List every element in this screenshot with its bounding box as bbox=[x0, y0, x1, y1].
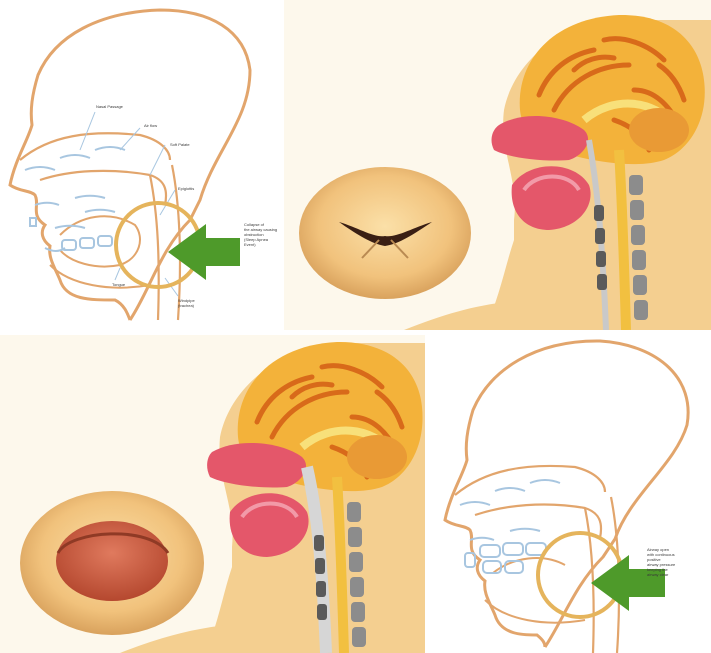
diagram-outline-obstructed: Nasal Passage Air flow Soft Palate Epigl… bbox=[0, 0, 290, 330]
label-nasal-passage: Nasal Passage bbox=[96, 104, 123, 109]
label-air-flow: Air flow bbox=[144, 123, 157, 128]
label-tongue: Tongue bbox=[112, 282, 125, 287]
anatomy-illustration bbox=[0, 335, 425, 653]
closed-airway-cross-section bbox=[299, 167, 471, 299]
illustration-open-airway bbox=[0, 335, 425, 653]
head-outline bbox=[445, 341, 688, 647]
head-outline-drawing bbox=[425, 335, 711, 653]
label-windpipe: Windpipe (trachea) bbox=[178, 298, 195, 308]
anatomy-illustration bbox=[284, 0, 711, 330]
diagram-outline-open: Airway open with continuous positive air… bbox=[425, 335, 711, 653]
label-soft-palate: Soft Palate bbox=[170, 142, 190, 147]
head-outline-drawing bbox=[0, 0, 290, 330]
label-collapse-callout: Collapse of the airway causing obstructi… bbox=[244, 222, 288, 247]
illustration-closed-airway bbox=[284, 0, 711, 330]
label-airway-open-callout: Airway open with continuous positive air… bbox=[647, 547, 709, 577]
head-outline bbox=[10, 10, 250, 320]
label-epiglottis: Epiglottis bbox=[178, 186, 194, 191]
